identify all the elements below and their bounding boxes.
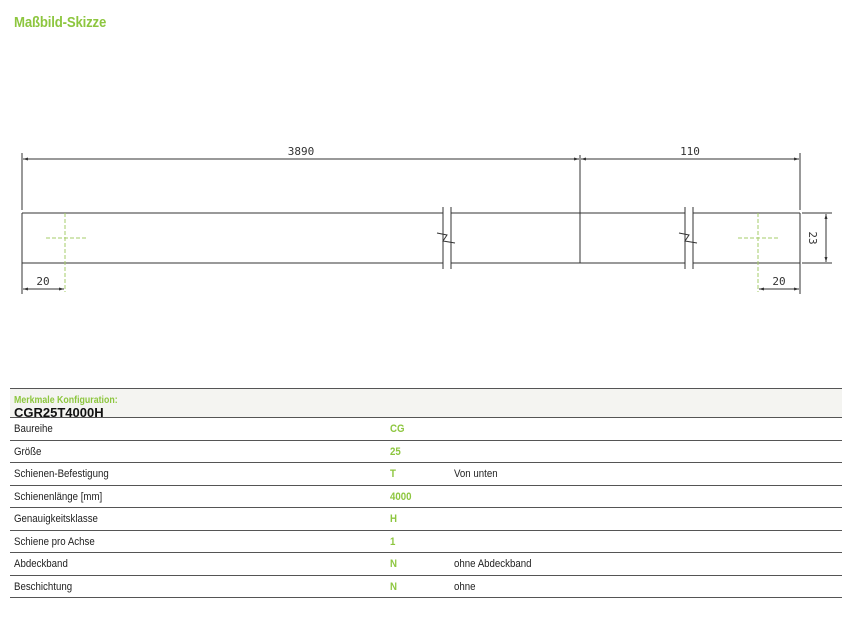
row-name: Abdeckband bbox=[14, 558, 68, 570]
row-description: Von unten bbox=[454, 468, 498, 480]
row-value: T bbox=[390, 468, 396, 480]
table-row: Schienen-Befestigung T Von unten bbox=[10, 463, 842, 486]
table-row: Beschichtung N ohne bbox=[10, 576, 842, 598]
dimension-label-20-right: 20 bbox=[772, 275, 785, 288]
row-description: ohne Abdeckband bbox=[454, 558, 532, 570]
table-row: Schiene pro Achse 1 bbox=[10, 531, 842, 553]
dimension-length-left bbox=[21, 153, 579, 210]
row-name: Schiene pro Achse bbox=[14, 535, 95, 548]
row-value: N bbox=[390, 580, 397, 593]
rail-dimension-drawing: 3890 110 23 20 20 bbox=[21, 145, 832, 294]
row-name: Beschichtung bbox=[14, 580, 73, 593]
dimension-length-right bbox=[581, 153, 801, 210]
dimension-end-right bbox=[759, 263, 801, 294]
rail-body bbox=[21, 155, 801, 264]
dimension-label-110: 110 bbox=[680, 145, 700, 158]
table-row: Schienenlänge [mm] 4000 bbox=[10, 486, 842, 508]
row-value: N bbox=[390, 558, 397, 570]
row-name: Schienen-Befestigung bbox=[14, 468, 109, 480]
configuration-code: CGR25T4000H bbox=[14, 405, 104, 420]
row-name: Schienenlänge [mm] bbox=[14, 490, 103, 503]
break-symbol-right bbox=[678, 207, 698, 269]
row-value: CG bbox=[390, 423, 405, 435]
dimension-label-20-left: 20 bbox=[36, 275, 49, 288]
dimension-height bbox=[802, 212, 832, 264]
dimension-label-23: 23 bbox=[806, 231, 819, 244]
row-value: H bbox=[390, 513, 397, 525]
dimension-end-left bbox=[21, 263, 64, 294]
hole-centerline-left bbox=[46, 213, 86, 292]
row-value: 1 bbox=[390, 535, 396, 548]
configuration-table: Merkmale Konfiguration: CGR25T4000H Baur… bbox=[10, 388, 842, 598]
row-value: 25 bbox=[390, 445, 401, 458]
configuration-header: Merkmale Konfiguration: CGR25T4000H bbox=[10, 389, 842, 420]
row-name: Größe bbox=[14, 445, 42, 458]
configuration-label: Merkmale Konfiguration: bbox=[14, 395, 118, 406]
row-description: ohne bbox=[454, 580, 476, 593]
page-title: Maßbild-Skizze bbox=[14, 14, 107, 31]
table-row: Größe 25 bbox=[10, 441, 842, 463]
dimension-label-3890: 3890 bbox=[288, 145, 315, 158]
table-row: Baureihe CG bbox=[10, 418, 842, 441]
hole-centerline-right bbox=[738, 213, 778, 292]
row-value: 4000 bbox=[390, 490, 412, 503]
row-name: Genauigkeitsklasse bbox=[14, 513, 98, 525]
table-row: Genauigkeitsklasse H bbox=[10, 508, 842, 531]
row-name: Baureihe bbox=[14, 423, 53, 435]
table-row: Abdeckband N ohne Abdeckband bbox=[10, 553, 842, 576]
break-symbol-left bbox=[436, 207, 456, 269]
